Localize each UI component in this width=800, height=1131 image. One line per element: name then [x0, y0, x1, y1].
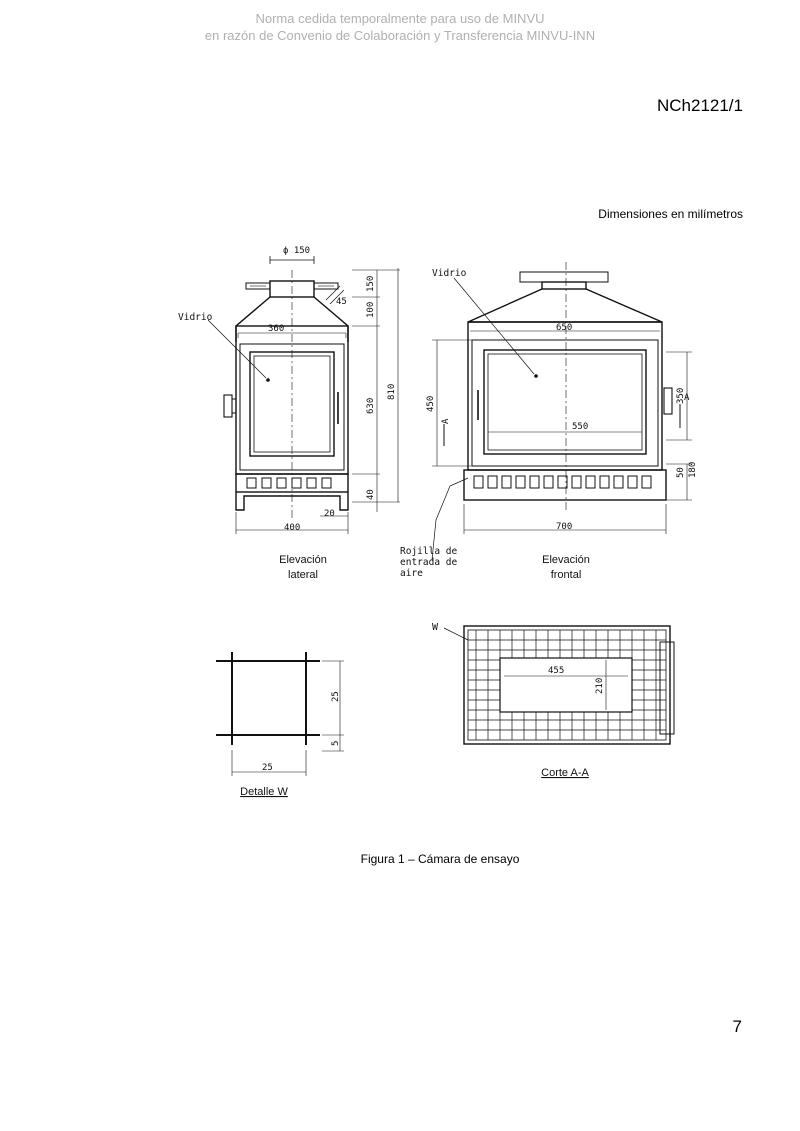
dim-700: 700 — [556, 522, 572, 532]
dimensions-note: Dimensiones en milímetros — [598, 207, 743, 221]
label-grille-1: Rojilla de — [400, 546, 457, 557]
dim-50: 50 — [676, 467, 686, 478]
dim-20: 20 — [324, 509, 335, 519]
side-elevation — [207, 256, 400, 534]
label-frontal-1: Elevación — [542, 554, 590, 566]
page-number: 7 — [732, 1017, 742, 1036]
front-vent-slots — [473, 475, 652, 489]
dim-450: 450 — [426, 396, 436, 412]
label-w-mark: W — [432, 622, 439, 633]
detail-w — [216, 652, 344, 776]
dim-810: 810 — [387, 384, 397, 400]
label-grille-2: entrada de — [400, 557, 457, 568]
dim-detail-25-vertical: 25 — [331, 691, 341, 702]
side-vent-slots — [246, 477, 332, 489]
figure-caption: Figura 1 – Cámara de ensayo — [360, 852, 520, 866]
dim-350: 350 — [676, 388, 686, 404]
dim-210: 210 — [595, 678, 605, 694]
dim-455: 455 — [548, 666, 564, 676]
dim-40: 40 — [366, 489, 376, 500]
label-a-right: A — [684, 393, 690, 403]
front-elevation — [431, 262, 692, 561]
dim-650: 650 — [556, 323, 572, 333]
dim-180: 180 — [688, 462, 698, 478]
label-a-left: A — [441, 418, 451, 424]
dim-400: 400 — [284, 523, 300, 533]
label-detail-w: Detalle W — [240, 786, 288, 798]
dim-detail-5: 5 — [331, 741, 341, 746]
label-section-a-a: Corte A-A — [541, 767, 589, 779]
label-vidrio-side: Vidrio — [178, 312, 213, 323]
watermark-line-2: en razón de Convenio de Colaboración y T… — [204, 28, 596, 43]
watermark-line-1: Norma cedida temporalmente para uso de M… — [255, 11, 545, 26]
document-code: NCh2121/1 — [656, 96, 743, 115]
dim-45: 45 — [336, 297, 347, 307]
section-a-a — [443, 625, 675, 745]
dim-100: 100 — [366, 302, 376, 318]
dim-630: 630 — [366, 398, 376, 414]
dim-150: 150 — [366, 276, 376, 292]
dim-550: 550 — [572, 422, 588, 432]
dim-detail-25-horizontal: 25 — [262, 763, 273, 773]
label-grille-3: aire — [400, 568, 423, 579]
label-frontal-2: frontal — [551, 569, 582, 581]
grid-mesh — [468, 630, 666, 740]
dim-360: 360 — [268, 324, 284, 334]
label-lateral-2: lateral — [288, 569, 318, 581]
label-vidrio-front: Vidrio — [432, 268, 467, 279]
label-lateral-1: Elevación — [279, 554, 327, 566]
dim-phi150: ϕ 150 — [283, 246, 310, 256]
